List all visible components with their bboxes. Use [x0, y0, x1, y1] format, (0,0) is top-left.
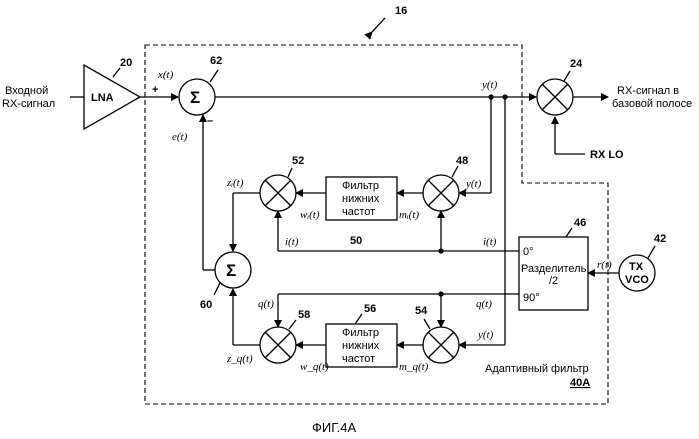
filter-56-line3: частот — [342, 353, 375, 365]
signal-wq: w_q(t) — [300, 361, 329, 373]
signal-q-left: q(t) — [258, 298, 274, 310]
signal-q-right: q(t) — [476, 298, 492, 310]
ref-42-leader — [648, 246, 655, 258]
ref-46: 46 — [574, 217, 586, 229]
signal-mq: m_q(t) — [399, 361, 429, 373]
output-label-2: базовой полосе — [612, 98, 692, 110]
signal-mi: mᵢ(t) — [399, 209, 419, 221]
sum-plus: + — [152, 84, 158, 96]
ref-54: 54 — [415, 305, 428, 317]
signal-zi: zᵢ(t) — [226, 177, 244, 189]
adaptive-filter-ref: 40A — [570, 377, 590, 389]
splitter-title: Разделитель — [521, 263, 587, 275]
signal-e: e(t) — [172, 131, 188, 143]
filter-56-line1: Фильтр — [342, 327, 379, 339]
tx-vco-line1: TX — [629, 261, 644, 273]
ref-58-leader — [289, 320, 296, 329]
signal-y-48: y(t) — [465, 178, 482, 190]
ref-62: 62 — [210, 55, 222, 67]
filter-50-line1: Фильтр — [342, 180, 379, 192]
ref-58: 58 — [298, 309, 310, 321]
ref-56: 56 — [364, 303, 376, 315]
signal-zq: z_q(t) — [226, 353, 253, 365]
output-label-1: RX-сигнал в — [617, 85, 679, 97]
signal-i-left: i(t) — [285, 236, 299, 248]
ref-54-leader — [424, 319, 430, 329]
ref-20-leader — [113, 68, 120, 77]
ref-52: 52 — [292, 155, 304, 167]
ref-48: 48 — [456, 155, 468, 167]
filter-50-line3: частот — [342, 206, 375, 218]
ref-62-leader — [210, 70, 218, 82]
summer-60-symbol: Σ — [226, 261, 236, 280]
signal-x: x(t) — [157, 69, 174, 81]
signal-y-54: y(t) — [477, 329, 494, 341]
ref-60: 60 — [200, 299, 212, 311]
lna-label: LNA — [91, 92, 114, 104]
splitter-deg0: 0° — [523, 246, 534, 258]
signal-wi: wᵢ(t) — [300, 209, 320, 221]
input-label-2: RX-сигнал — [2, 98, 55, 110]
tx-vco-line2: VCO — [625, 274, 649, 286]
ref-24: 24 — [570, 58, 583, 70]
ref-50: 50 — [350, 235, 362, 247]
splitter-ratio: /2 — [549, 275, 558, 287]
ref-20: 20 — [120, 57, 132, 69]
sum-minus: – — [207, 115, 213, 127]
rx-lo-label: RX LO — [590, 149, 624, 161]
ref-42: 42 — [654, 233, 666, 245]
ref-48-leader — [452, 166, 458, 177]
figure-caption: ФИГ.4А — [312, 420, 357, 435]
input-label-1: Входной — [5, 85, 48, 97]
signal-i-right: i(t) — [483, 236, 497, 248]
signal-y-top: y(t) — [481, 79, 498, 91]
ref-46-leader — [566, 228, 572, 237]
filter-56-line2: нижних — [342, 340, 380, 352]
signal-r: r(t) — [597, 259, 612, 271]
filter-50-line2: нижних — [342, 193, 380, 205]
ref-16: 16 — [395, 5, 407, 17]
ref-56-leader — [355, 314, 362, 324]
ref-24-leader — [564, 71, 570, 81]
summer-62-symbol: Σ — [190, 88, 200, 107]
ref-52-leader — [288, 168, 292, 177]
ref-16-arrow — [372, 18, 385, 32]
splitter-deg90: 90° — [523, 292, 540, 304]
ref-60-leader — [214, 283, 220, 295]
adaptive-filter-label: Адаптивный фильтр — [485, 363, 589, 375]
